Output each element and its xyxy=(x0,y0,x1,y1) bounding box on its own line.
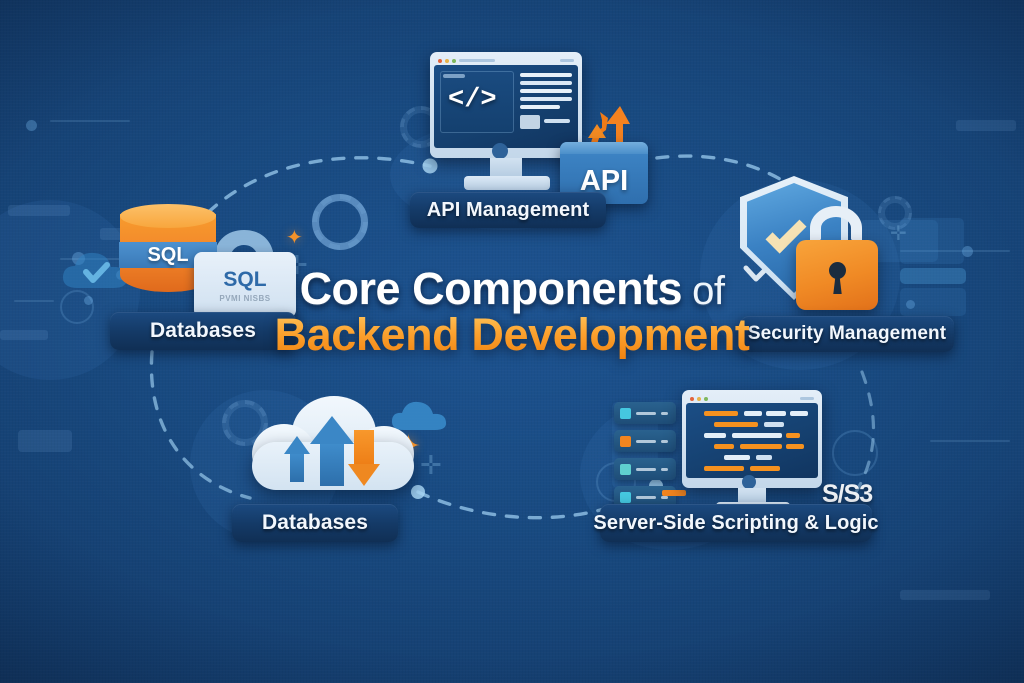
poster-canvas: ✦ ✦ ✛ ✛ ✛ xyxy=(0,0,1024,683)
background-vignette xyxy=(0,0,1024,683)
